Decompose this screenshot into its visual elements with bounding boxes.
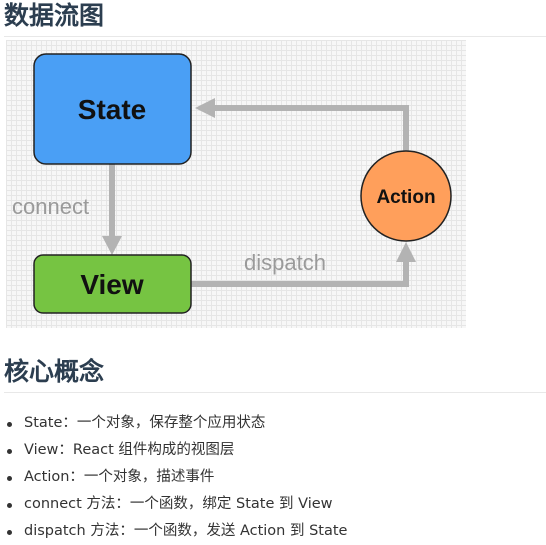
action-arrowhead <box>195 98 215 118</box>
action-node <box>360 150 452 242</box>
view-label: View <box>80 269 144 300</box>
view-node <box>33 254 192 314</box>
action-label: Action <box>376 187 435 208</box>
diagram-svg: State View Action connect dispatch <box>12 53 452 314</box>
concept-connect: connect 方法：一个函数，绑定 State 到 View <box>4 491 347 518</box>
dispatch-arrowhead <box>396 242 416 262</box>
connect-arrowhead <box>102 236 122 255</box>
section-title-dataflow: 数据流图 <box>4 1 105 30</box>
dispatch-label: dispatch <box>244 250 326 275</box>
concept-list: State：一个对象，保存整个应用状态 View：React 组件构成的视图层 … <box>4 410 347 545</box>
concept-view: View：React 组件构成的视图层 <box>4 437 347 464</box>
concept-state: State：一个对象，保存整个应用状态 <box>4 410 347 437</box>
data-flow-diagram: State View Action connect dispatch <box>6 40 466 328</box>
state-node <box>33 53 192 165</box>
title-divider <box>4 36 546 37</box>
section-title-core-concepts: 核心概念 <box>4 357 105 386</box>
connect-label: connect <box>12 194 89 219</box>
dispatch-arrow <box>191 258 409 287</box>
title-divider-2 <box>4 392 546 393</box>
state-label: State <box>78 94 146 125</box>
concept-action: Action：一个对象，描述事件 <box>4 464 347 491</box>
action-arrow <box>213 105 409 156</box>
concept-dispatch: dispatch 方法：一个函数，发送 Action 到 State <box>4 518 347 545</box>
